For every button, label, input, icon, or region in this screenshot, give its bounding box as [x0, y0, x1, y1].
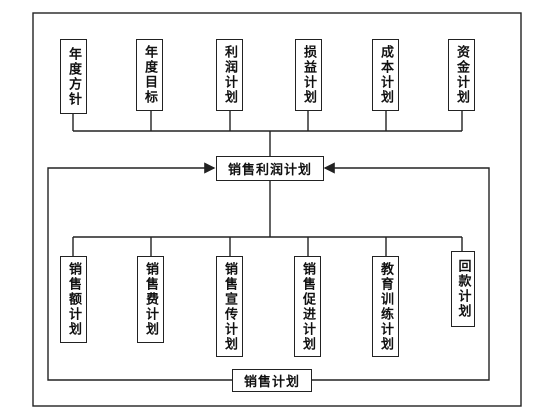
bottom-box-6: 回款计划 — [451, 251, 475, 327]
bottom-box-label: 教育训练计划 — [378, 261, 393, 352]
feedback-loop-right — [312, 162, 490, 381]
bottom-box-1: 销售额计划 — [60, 256, 87, 343]
top-box-1: 年度方针 — [60, 39, 87, 114]
top-box-5: 成本计划 — [372, 39, 399, 111]
top-box-label: 年度方针 — [66, 46, 81, 107]
top-box-label: 损益计划 — [301, 45, 316, 105]
bottom-box-label: 销售促进计划 — [300, 261, 315, 352]
bottom-box-label: 销售额计划 — [66, 262, 81, 337]
bottom-box-label: 回款计划 — [455, 259, 471, 319]
center-label: 销售利润计划 — [227, 163, 312, 178]
bottom-box-2: 销售费计划 — [137, 256, 164, 343]
top-box-2: 年度目标 — [136, 39, 163, 111]
bottom-summary-label: 销售计划 — [243, 375, 300, 390]
bottom-box-label: 销售宣传计划 — [222, 261, 237, 352]
center-box: 销售利润计划 — [216, 156, 324, 181]
top-box-label: 利润计划 — [222, 45, 237, 105]
top-box-3: 利润计划 — [216, 39, 243, 111]
top-box-label: 年度目标 — [142, 45, 157, 105]
top-box-4: 损益计划 — [295, 39, 322, 111]
top-box-6: 资金计划 — [448, 39, 475, 111]
bottom-box-4: 销售促进计划 — [294, 256, 321, 357]
bottom-summary-box: 销售计划 — [232, 369, 312, 392]
top-box-label: 成本计划 — [378, 45, 393, 105]
feedback-loop-left — [47, 162, 232, 381]
bottom-box-3: 销售宣传计划 — [216, 256, 243, 357]
bottom-box-label: 销售费计划 — [143, 262, 158, 337]
top-box-label: 资金计划 — [454, 45, 469, 105]
bottom-box-5: 教育训练计划 — [372, 256, 399, 357]
outer-frame — [32, 12, 522, 407]
